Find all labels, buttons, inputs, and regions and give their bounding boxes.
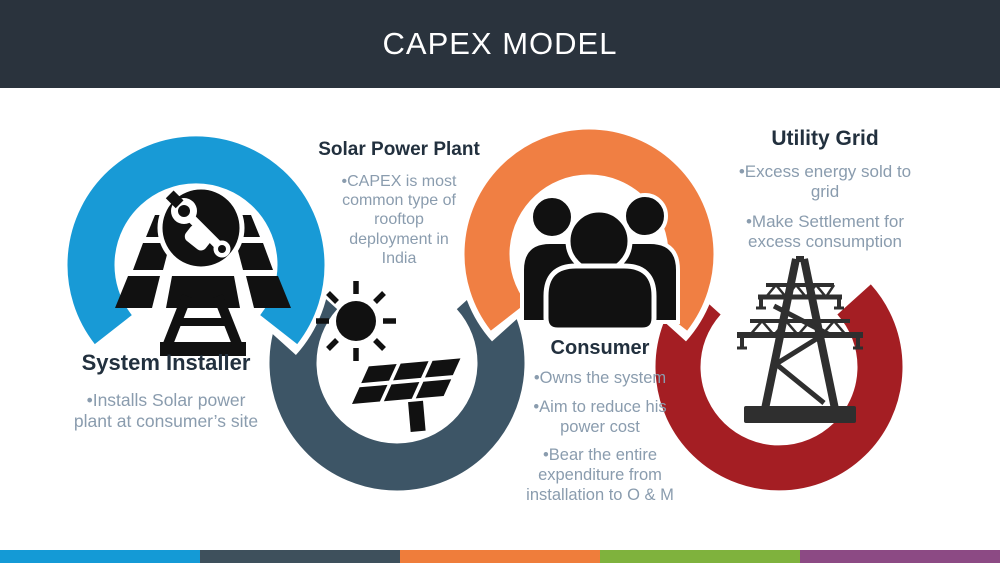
stripe-blue	[0, 550, 200, 563]
section-solar-power-plant: Solar Power Plant •CAPEX is most common …	[299, 139, 499, 277]
section-utility-grid: Utility Grid •Excess energy sold to grid…	[725, 127, 925, 262]
bullet-item: •CAPEX is most common type of rooftop de…	[341, 173, 457, 267]
installer-ring	[67, 136, 325, 345]
footer-stripe	[0, 550, 1000, 563]
people-group-icon	[520, 193, 680, 333]
bullet-item: •Aim to reduce his power cost	[533, 397, 667, 436]
stripe-purple	[800, 550, 1000, 563]
solar-plant-ring	[269, 277, 525, 491]
slide-title: CAPEX MODEL	[382, 26, 618, 61]
bullet-list: •Excess energy sold to grid •Make Settle…	[727, 162, 923, 253]
bullet-item: •Owns the system	[533, 369, 667, 387]
section-title: Consumer	[550, 337, 650, 359]
stripe-green	[600, 550, 800, 563]
bullet-item: •Excess energy sold to grid	[738, 162, 912, 202]
section-system-installer: System Installer •Installs Solar power p…	[66, 350, 266, 441]
sun-icon	[316, 281, 396, 361]
utility-grid-ring	[655, 284, 903, 491]
stripe-slate	[200, 550, 400, 563]
bullet-list: •Installs Solar power plant at consumer’…	[70, 390, 262, 432]
wrench-icon	[165, 190, 231, 258]
bullet-item: •Make Settlement for excess consumption	[745, 211, 905, 252]
section-title: Utility Grid	[771, 127, 879, 150]
section-title: System Installer	[81, 350, 251, 375]
stripe-orange	[400, 550, 600, 563]
bullet-list: •CAPEX is most common type of rooftop de…	[337, 172, 461, 268]
bullet-item: •Installs Solar power plant at consumer’…	[73, 390, 259, 431]
section-title: Solar Power Plant	[318, 139, 480, 160]
bullet-list: •Owns the system •Aim to reduce his powe…	[519, 369, 681, 506]
section-consumer: Consumer •Owns the system •Aim to reduce…	[500, 337, 700, 515]
slide-header: CAPEX MODEL	[0, 0, 1000, 88]
solar-installer-wrench-icon	[115, 184, 291, 356]
consumer-ring	[464, 129, 714, 331]
transmission-tower-icon	[737, 256, 863, 423]
bullet-item: •Bear the entire expenditure from instal…	[526, 446, 674, 504]
solar-panel-icon	[352, 358, 461, 432]
